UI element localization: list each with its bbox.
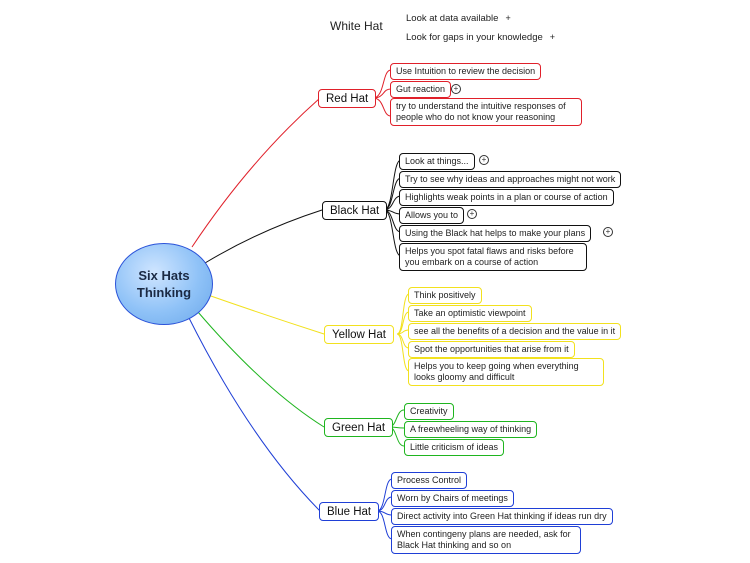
black-hat-item[interactable]: Using the Black hat helps to make your p…: [399, 225, 592, 242]
blue-hat-item[interactable]: When contingeny plans are needed, ask fo…: [391, 526, 581, 554]
blue-hat-item[interactable]: Direct activity into Green Hat thinking …: [391, 508, 613, 525]
plus-icon: +: [549, 32, 556, 42]
black-hat-item[interactable]: Look at things...: [399, 153, 475, 170]
yellow-hat-item[interactable]: Think positively: [408, 287, 482, 304]
black-hat-topic[interactable]: Black Hat: [322, 201, 388, 220]
red-hat-item[interactable]: Gut reaction: [390, 81, 452, 98]
white-hat-item[interactable]: Look for gaps in your knowledge+: [406, 32, 556, 43]
red-hat-topic[interactable]: Red Hat: [318, 89, 377, 108]
blue-hat-topic[interactable]: Blue Hat: [319, 502, 380, 521]
central-topic-label: Six Hats Thinking: [136, 268, 192, 300]
yellow-hat-item[interactable]: Helps you to keep going when everything …: [408, 358, 604, 386]
expand-icon[interactable]: +: [479, 155, 489, 165]
link-yellow-hat: [207, 294, 325, 335]
yellow-hat-item[interactable]: see all the benefits of a decision and t…: [408, 323, 622, 340]
plus-icon: +: [505, 13, 511, 23]
white-hat-label[interactable]: White Hat: [330, 19, 383, 33]
yellow-hat-item[interactable]: Take an optimistic viewpoint: [408, 305, 532, 322]
green-hat-topic[interactable]: Green Hat: [324, 418, 394, 437]
branch-blue: [376, 478, 393, 540]
branch-black: [383, 159, 402, 257]
yellow-hat-item[interactable]: Spot the opportunities that arise from i…: [408, 341, 575, 358]
black-hat-item[interactable]: Try to see why ideas and approaches migh…: [399, 171, 622, 188]
red-hat-item[interactable]: Use Intuition to review the decision: [390, 63, 542, 80]
expand-icon[interactable]: +: [451, 84, 461, 94]
link-red-hat: [191, 97, 321, 248]
black-hat-item[interactable]: Allows you to: [399, 207, 465, 224]
green-hat-item[interactable]: A freewheeling way of thinking: [404, 421, 538, 438]
blue-hat-item[interactable]: Process Control: [391, 472, 468, 489]
green-hat-item[interactable]: Creativity: [404, 403, 454, 420]
white-hat-item[interactable]: Look at data available+: [406, 13, 511, 24]
central-topic[interactable]: Six Hats Thinking: [115, 243, 213, 325]
link-green-hat: [197, 311, 325, 428]
link-blue-hat: [187, 315, 321, 512]
black-hat-item[interactable]: Helps you spot fatal flaws and risks bef…: [399, 243, 587, 271]
red-hat-item[interactable]: try to understand the intuitive response…: [390, 98, 582, 126]
blue-hat-item[interactable]: Worn by Chairs of meetings: [391, 490, 514, 507]
expand-icon[interactable]: +: [467, 209, 477, 219]
green-hat-item[interactable]: Little criticism of ideas: [404, 439, 505, 456]
branch-yellow: [396, 293, 410, 372]
expand-icon[interactable]: +: [603, 227, 613, 237]
yellow-hat-topic[interactable]: Yellow Hat: [324, 325, 394, 344]
black-hat-item[interactable]: Highlights weak points in a plan or cour…: [399, 189, 614, 206]
link-black-hat: [204, 209, 323, 264]
